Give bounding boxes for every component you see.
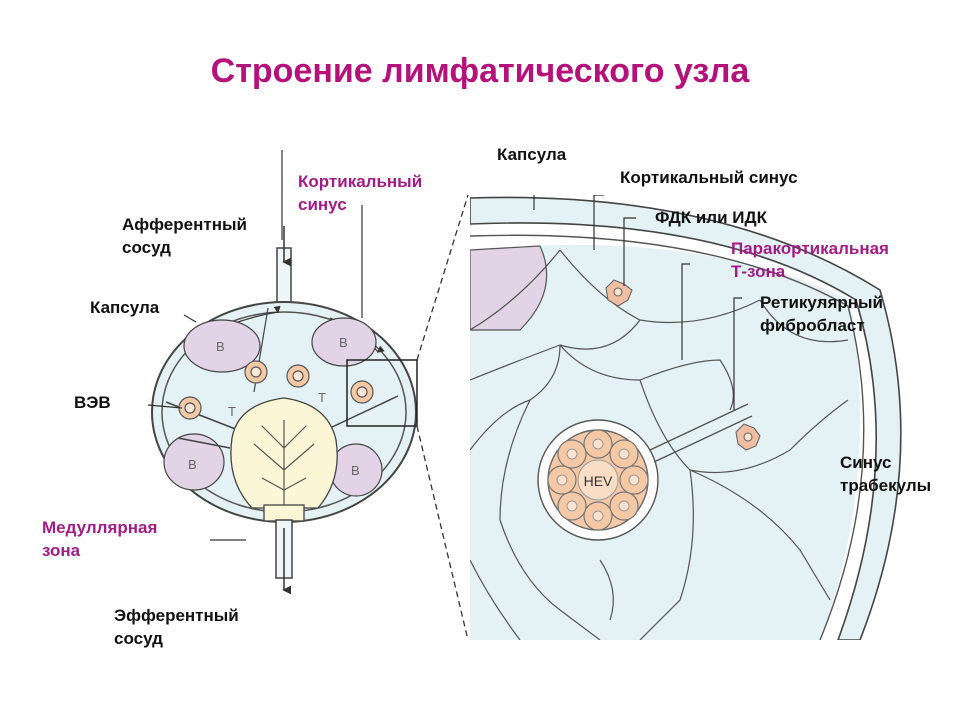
- hev-inner-label: HEV: [584, 473, 613, 489]
- zone-letter-b: B: [351, 463, 360, 478]
- label-line: зона: [42, 541, 81, 560]
- cortical-sinus-line: [470, 234, 865, 640]
- zone-letter-b: B: [188, 457, 197, 472]
- zone-letter-t: T: [318, 390, 326, 405]
- label-line: Синус: [840, 453, 892, 472]
- b-follicle-bottom-left: [163, 433, 225, 491]
- label-cortical-sinus-right: Кортикальный синус: [620, 168, 798, 187]
- label-capsule-right: Капсула: [497, 145, 567, 164]
- reticular-network: [470, 249, 849, 640]
- label-trabecular-sinus: Синус трабекулы: [840, 451, 931, 497]
- left-node-diagram: B B B B T T: [147, 150, 418, 595]
- label-afferent-vessel: Афферентный сосуд: [122, 213, 247, 259]
- label-efferent-vessel: Эфферентный сосуд: [114, 604, 239, 650]
- label-fdc-idc: ФДК или ИДК: [655, 208, 767, 227]
- label-line: сосуд: [114, 629, 163, 648]
- label-line: Кортикальный: [298, 172, 423, 191]
- zone-letter-b: B: [339, 335, 348, 350]
- label-hev: ВЭВ: [74, 393, 111, 412]
- label-line: Ретикулярный: [760, 293, 884, 312]
- zoom-connector-top: [416, 194, 469, 361]
- label-line: трабекулы: [840, 476, 932, 495]
- label-line: Паракортикальная: [731, 239, 889, 258]
- right-detail-diagram: HEV: [470, 195, 960, 640]
- label-cortical-sinus: Кортикальный синус: [298, 170, 422, 216]
- label-line: фибробласт: [760, 316, 865, 335]
- label-line: Т-зона: [731, 262, 786, 281]
- left-leader-lines: [147, 150, 363, 541]
- hev-circles: [178, 360, 374, 420]
- capsule-band: [470, 196, 902, 640]
- label-paracortical-zone: Паракортикальная Т-зона: [731, 237, 889, 283]
- label-line: Эфферентный: [114, 606, 239, 625]
- label-line: синус: [298, 195, 347, 214]
- conduit: [649, 403, 753, 463]
- slide-title: Строение лимфатического узла: [210, 52, 750, 90]
- label-reticular-fibroblast: Ретикулярный фибробласт: [760, 291, 883, 337]
- label-capsule-left: Капсула: [90, 298, 160, 317]
- label-line: Медуллярная: [42, 518, 158, 537]
- b-follicle-top-right: [311, 317, 377, 367]
- medullary-cords: [253, 420, 315, 505]
- zoom-connector-bottom: [416, 425, 469, 641]
- right-leader-lines: [533, 195, 827, 410]
- zoom-region-box: [346, 359, 418, 427]
- zone-letter-b: B: [216, 339, 225, 354]
- b-follicle-top-left: [183, 319, 261, 373]
- zone-letter-t: T: [228, 404, 236, 419]
- label-medullary-zone: Медуллярная зона: [42, 516, 157, 562]
- label-line: сосуд: [122, 238, 171, 257]
- label-line: Афферентный: [122, 215, 247, 234]
- dendritic-cells: [605, 279, 761, 451]
